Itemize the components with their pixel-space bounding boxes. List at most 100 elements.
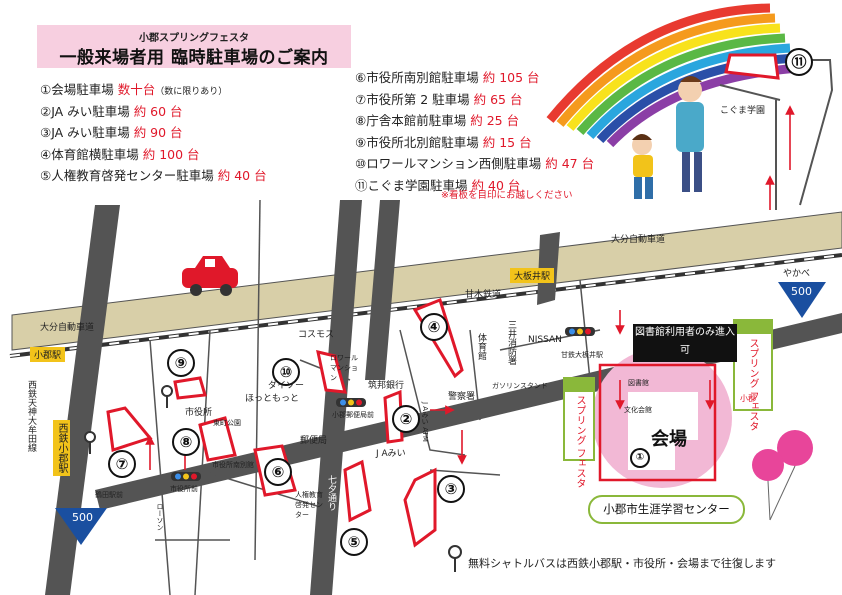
lot-marker-6: ⑥ — [264, 458, 292, 486]
jinken-center-label: 人権教育 啓発センター — [295, 491, 323, 519]
route-500-number: 500 — [791, 285, 812, 298]
lot-name: こぐま学園駐車場 — [367, 177, 468, 193]
police-label: 警察署 — [448, 392, 476, 402]
gas-station-label: ガソリンスタンド — [492, 382, 548, 390]
expressway — [11, 211, 842, 351]
car-icon — [182, 256, 238, 296]
lot-num: ⑧ — [355, 113, 367, 128]
side-roads — [45, 200, 560, 595]
lot-num: ⑦ — [355, 91, 367, 107]
title-box: 小郡スプリングフェスタ 一般来場者用 臨時駐車場のご案内 — [37, 25, 351, 68]
lot-marker-3: ③ — [437, 475, 465, 503]
lot-marker-4: ④ — [420, 313, 448, 341]
parking-lot-shapes — [106, 53, 780, 548]
lot-name: 市役所第 2 駐車場 — [366, 91, 470, 107]
chikuho-bank-label: 筑邦銀行 — [368, 381, 405, 391]
lot-5-shape — [343, 459, 372, 523]
legend-item: ③JA みい駐車場 約 90 台 — [40, 123, 267, 145]
lot-capacity: 約 40 台 — [217, 168, 267, 183]
flag-ogori-text: 小郡 — [740, 394, 756, 403]
lot-marker-2: ② — [392, 405, 420, 433]
lot-7-shape — [106, 406, 153, 452]
legend-item: ⑥市役所南別館駐車場 約 105 台 — [355, 68, 594, 90]
traffic-signal-icon — [171, 327, 595, 481]
route-500-number: 500 — [72, 511, 93, 524]
ooitai-station-label: 大板井駅 — [510, 268, 555, 283]
family-illustration — [632, 76, 704, 199]
lot-marker-9: ⑨ — [167, 349, 195, 377]
expressway-label: 大分自動車道 — [611, 235, 666, 245]
lot-marker-10: ⑩ — [272, 358, 300, 386]
lot-name: JA みい駐車場 — [51, 125, 130, 140]
legend-item: ⑧庁舎本館前駐車場 約 25 台 — [355, 111, 594, 133]
nissan-label: NISSAN — [528, 335, 562, 345]
legend-item: ②JA みい駐車場 約 60 台 — [40, 102, 267, 124]
lifelong-learning-center-sign: 小郡市生涯学習センター — [588, 495, 745, 524]
lot-num: ⑥ — [355, 70, 367, 85]
taiikukan-label: 体育館 — [476, 333, 486, 360]
legend-item: ④体育館横駐車場 約 100 台 — [40, 145, 267, 167]
lot-capacity: 約 100 台 — [142, 146, 200, 162]
lot-8-shape — [198, 416, 237, 462]
cosmos-label: コスモス — [298, 330, 335, 340]
title-subtitle: 小郡スプリングフェスタ — [139, 33, 249, 44]
venue-label: 会場 — [651, 429, 687, 450]
lot-capacity: 約 40 台 — [471, 177, 521, 193]
daiso-label: ダイソー — [268, 381, 305, 391]
lot-note: （数に限りあり） — [155, 87, 228, 97]
legend-item: ①会場駐車場 数十台（数に限りあり） — [40, 80, 267, 102]
kogumagakuen-label: こぐま学園 — [720, 106, 766, 116]
lot-capacity: 約 47 台 — [545, 156, 595, 171]
lot-name: 市役所南別館駐車場 — [366, 70, 479, 85]
lot-num: ③ — [40, 125, 52, 140]
legend-item: ⑨市役所北別館駐車場 約 15 台 — [355, 133, 594, 155]
yakabe-label: やかべ — [783, 269, 811, 279]
lot-9-shape — [173, 376, 207, 400]
festival-flags — [563, 319, 773, 461]
lot-marker-8: ⑧ — [172, 428, 200, 456]
lot-name: 市役所北別館駐車場 — [366, 134, 479, 150]
lot-name: JA みい駐車場 — [51, 103, 130, 119]
lot-capacity: 数十台 — [117, 82, 156, 97]
lot-name: 体育館横駐車場 — [51, 146, 139, 162]
expressway-label: 大分自動車道 — [40, 323, 95, 333]
page-title: 一般来場者用 臨時駐車場のご案内 — [59, 48, 329, 68]
shuttle-bus-note: 無料シャトルバスは西鉄小郡駅・市役所・会場まで往復します — [468, 557, 776, 570]
legend-item: ⑪こぐま学園駐車場 約 40 台 — [355, 176, 594, 198]
lot-marker-1: ① — [630, 448, 650, 468]
lot-capacity: 約 65 台 — [473, 91, 523, 107]
signboard-note: ※看板を目印にお越しください — [441, 190, 573, 201]
route-500-shield-icon — [55, 282, 826, 545]
lot-10-shape — [316, 349, 348, 394]
shiyakusho-mae-label: 市役所前 — [170, 485, 198, 493]
lot-num: ⑨ — [355, 134, 367, 150]
amagi-ooitai-label: 甘鉄大板井駅 — [561, 351, 603, 359]
lot-name: 人権教育啓発センター駐車場 — [51, 168, 214, 183]
legend-item: ⑦市役所第 2 駐車場 約 65 台 — [355, 90, 594, 112]
balloons-illustration — [752, 430, 813, 521]
library-label: 図書館 — [628, 379, 649, 387]
route-500-road-label: 国道 500 号 — [420, 378, 470, 388]
lot-num: ④ — [40, 146, 52, 162]
lot-marker-5: ⑤ — [340, 528, 368, 556]
flag-text: スプリング フェスタ — [574, 395, 585, 489]
post-office-label: 郵便局 — [300, 436, 328, 446]
parking-legend-right: ⑥市役所南別館駐車場 約 105 台 ⑦市役所第 2 駐車場 約 65 台 ⑧庁… — [355, 68, 594, 197]
hottomotto-label: ほっともっと — [245, 394, 300, 404]
streets — [149, 199, 601, 595]
tanabata-street-label: 七夕通り — [326, 475, 336, 511]
lot-marker-7: ⑦ — [108, 450, 136, 478]
lot-name: ロワールマンション西側駐車場 — [366, 156, 542, 171]
tsuruta-label: 鶴田駅前 — [95, 491, 123, 499]
lawson-label: ローソン — [156, 503, 164, 531]
library-access-note: 図書館利用者のみ進入可 — [633, 324, 737, 362]
lot-num: ⑤ — [40, 168, 52, 183]
fire-station-label: 三井消防署 — [506, 320, 516, 365]
higashimachi-park-label: 東町公園 — [213, 419, 241, 427]
railway-label: 甘木鉄道 — [465, 290, 502, 300]
ja-atm-label: J Aみい ATM — [421, 402, 429, 442]
lot-name: 会場駐車場 — [51, 82, 114, 97]
bunka-kaikan-label: 文化会館 — [624, 406, 652, 414]
bus-stop-icon — [84, 385, 462, 572]
ja-mii-label: J Aみい — [376, 449, 406, 459]
